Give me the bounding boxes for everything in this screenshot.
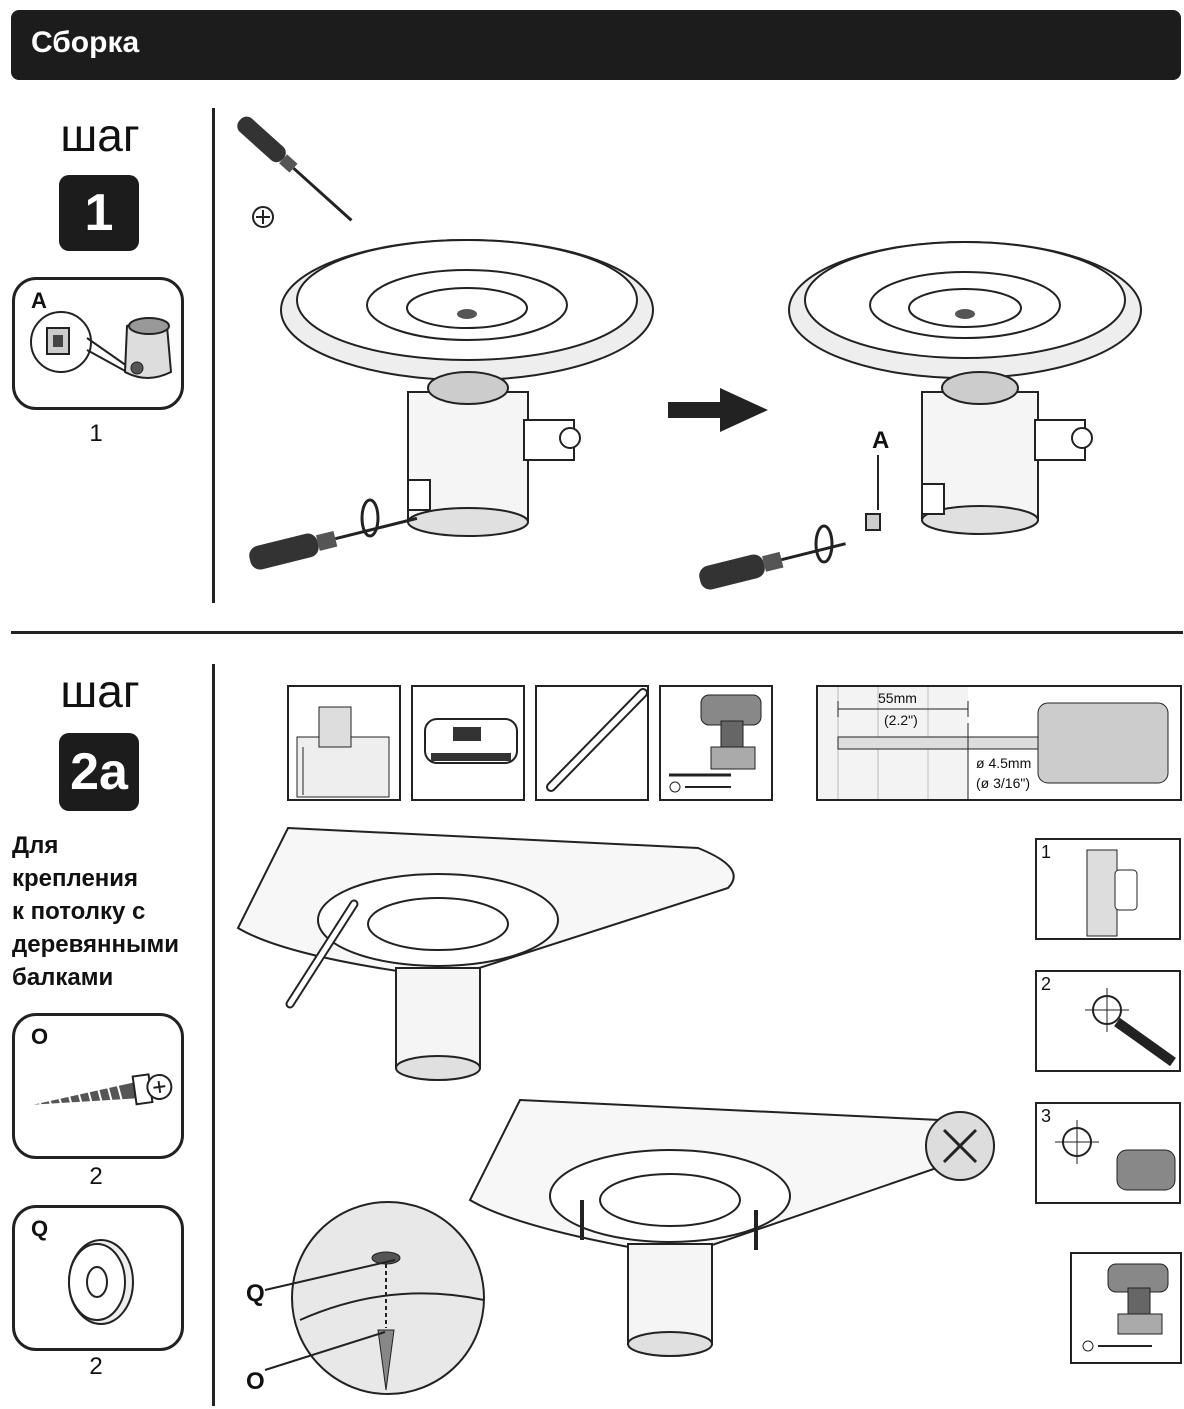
tool-panel-drill-2 [1070, 1252, 1182, 1364]
description-line: к потолку с [12, 898, 146, 925]
pencil-icon [546, 688, 648, 792]
drill-hole-icon [1055, 1120, 1176, 1191]
fasten-screws-illustration [468, 1098, 995, 1357]
substep-panel-3: 3 [1035, 1102, 1181, 1204]
wood-beam-icon [296, 706, 390, 798]
mark-hole-icon [1085, 988, 1176, 1067]
drill-diameter-in: (ø 3/16") [976, 775, 1030, 791]
description-line: Для [12, 832, 59, 859]
step-divider [11, 631, 1183, 634]
drill-icon [669, 694, 762, 793]
part-q-qty: 2 [89, 1353, 103, 1380]
part-a-qty: 1 [89, 420, 103, 447]
drill-depth-mm: 55mm [878, 690, 917, 706]
mark-holes-illustration [236, 826, 735, 1081]
part-a-callout: A [872, 427, 890, 454]
part-q-letter: Q [31, 1216, 49, 1241]
washer-callout: Q [246, 1280, 265, 1307]
part-a-illustration [30, 311, 173, 379]
stud-finder-icon [424, 718, 518, 764]
zoom-leader-lines [264, 1259, 396, 1371]
section-title: Сборка [31, 26, 140, 59]
step1-badge: 1 [59, 175, 139, 251]
tool-panel-drill [659, 685, 773, 801]
substep-panel-2: 2 [1035, 970, 1181, 1072]
part-q-box: Q [12, 1205, 184, 1351]
substep-number: 1 [1041, 842, 1052, 862]
part-a-letter: A [31, 288, 47, 313]
step1-arrow [668, 388, 768, 432]
step2a-badge: 2a [59, 733, 139, 811]
step1-after-illustration [699, 241, 1142, 590]
tool-panel-stud-finder [287, 685, 401, 801]
substep-panel-1: 1 [1035, 838, 1181, 940]
description-line: балками [12, 964, 114, 991]
step1-divider [212, 108, 215, 603]
step2a-divider [212, 664, 215, 1406]
part-a-box: A [12, 277, 184, 410]
drill-depth-in: (2.2") [884, 712, 918, 728]
lag-screw-illustration [33, 1073, 173, 1108]
description-line: крепления [12, 865, 139, 892]
tool-panel-pencil [535, 685, 649, 801]
step1-before-illustration [237, 116, 654, 570]
drill-icon [1082, 1263, 1169, 1352]
drill-depth-panel: 55mm (2.2") ø 4.5mm (ø 3/16") [816, 685, 1182, 801]
description-line: деревянными [12, 931, 180, 958]
tool-panel-detector [411, 685, 525, 801]
substep-number: 2 [1041, 974, 1052, 994]
screw-callout: O [246, 1368, 265, 1395]
washer-illustration [68, 1239, 134, 1325]
part-o-qty: 2 [89, 1163, 103, 1190]
section-header: Сборка [11, 10, 1181, 80]
step2a-word: шаг [60, 665, 140, 717]
part-o-box: O [12, 1013, 184, 1159]
step2a-description: Для крепления к потолку с деревянными ба… [12, 829, 179, 994]
part-o-letter: O [31, 1024, 49, 1049]
drill-diameter-mm: ø 4.5mm [976, 755, 1032, 771]
find-stud-icon [1086, 849, 1138, 937]
step1-word: шаг [60, 109, 140, 161]
drill-depth-diagram [818, 687, 1169, 799]
substep-number: 3 [1041, 1106, 1052, 1126]
